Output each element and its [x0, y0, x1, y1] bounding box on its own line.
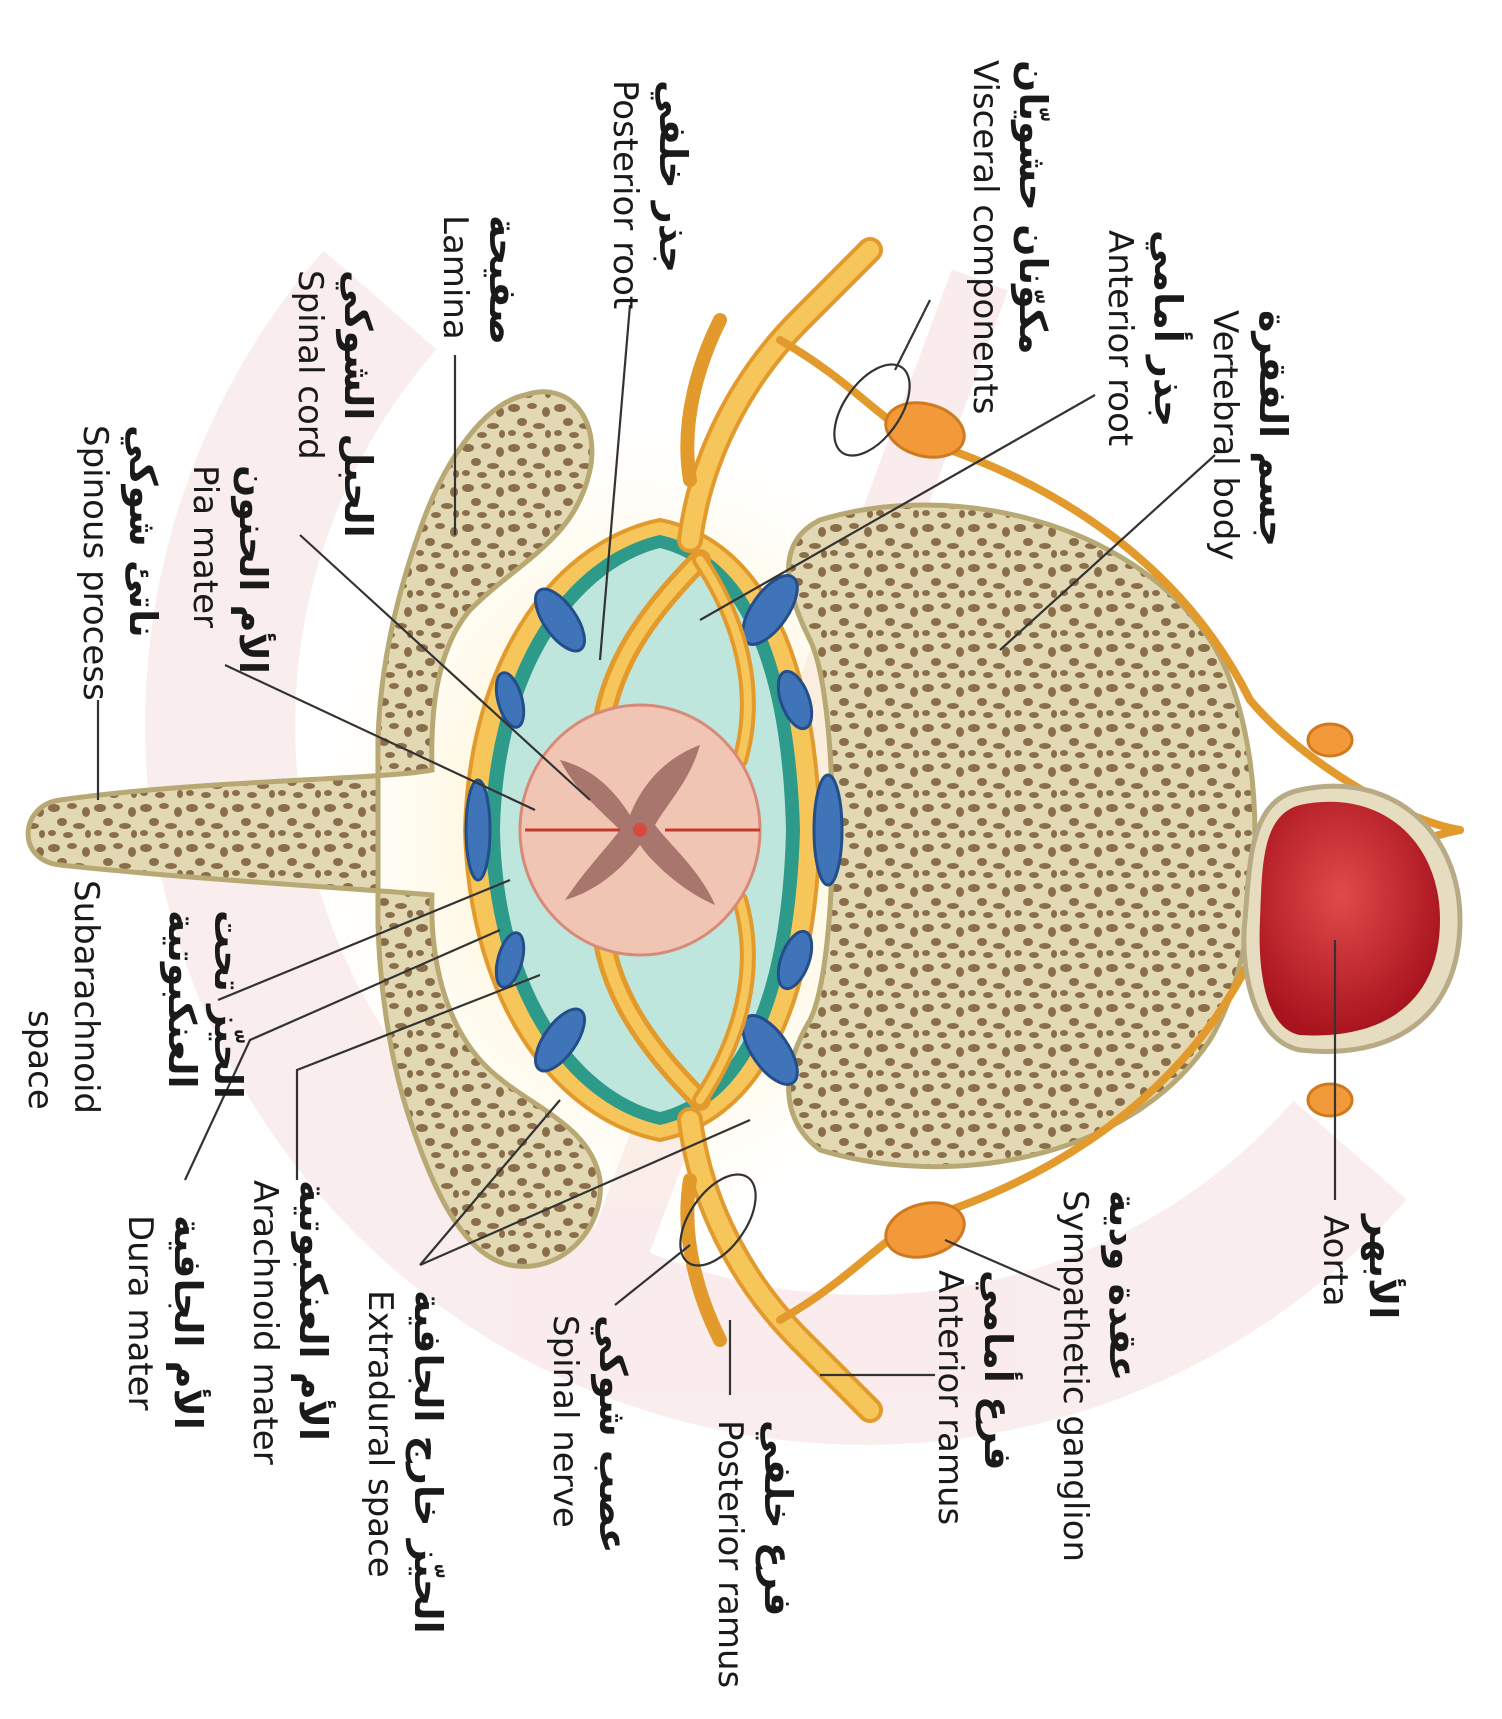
label-lamina: صفيحة Lamina — [435, 215, 525, 345]
svg-text:صفيحة: صفيحة — [481, 215, 525, 345]
svg-text:الحيّز خارج الجافية: الحيّز خارج الجافية — [406, 1290, 450, 1634]
svg-text:Pia mater: Pia mater — [185, 465, 225, 628]
svg-text:الأم الجافية: الأم الجافية — [165, 1215, 212, 1430]
svg-text:الحبل الشوكي: الحبل الشوكي — [336, 270, 380, 538]
label-visceral-components: مكوّنان حشويّان Visceral components — [965, 60, 1055, 414]
svg-text:Anterior root: Anterior root — [1100, 230, 1140, 446]
svg-text:Aorta: Aorta — [1315, 1215, 1355, 1307]
svg-text:Sympathetic ganglion: Sympathetic ganglion — [1055, 1190, 1095, 1562]
svg-text:الأبهر: الأبهر — [1361, 1213, 1407, 1319]
svg-text:جذر خلفي: جذر خلفي — [651, 80, 695, 273]
svg-text:Vertebral body: Vertebral body — [1205, 310, 1245, 561]
svg-text:Lamina: Lamina — [435, 215, 475, 340]
svg-text:مكوّنان حشويّان: مكوّنان حشويّان — [1011, 60, 1055, 355]
svg-text:Subarachnoid: Subarachnoid — [66, 880, 106, 1114]
svg-text:ناتئ شوكي: ناتئ شوكي — [121, 425, 165, 638]
label-arachnoid-mater: الأم العنكبوتية Arachnoid mater — [245, 1180, 337, 1465]
label-subarachnoid-space: الحيّز تحت العنكبوتية Subarachnoid space — [20, 880, 250, 1114]
svg-text:Spinal nerve: Spinal nerve — [545, 1315, 585, 1528]
label-anterior-root: جذر أمامي Anterior root — [1100, 230, 1193, 446]
svg-text:جسم الفقرة: جسم الفقرة — [1250, 310, 1295, 547]
svg-text:Arachnoid mater: Arachnoid mater — [245, 1180, 285, 1465]
svg-text:الحيّز تحت: الحيّز تحت — [206, 910, 250, 1099]
svg-text:عصب شوكي: عصب شوكي — [591, 1315, 635, 1554]
label-vertebral-body: جسم الفقرة Vertebral body — [1205, 310, 1295, 561]
label-dura-mater: الأم الجافية Dura mater — [120, 1215, 212, 1430]
svg-text:Visceral components: Visceral components — [965, 60, 1005, 414]
aorta — [1244, 786, 1460, 1051]
svg-text:فرع خلفي: فرع خلفي — [756, 1420, 800, 1616]
label-posterior-ramus: فرع خلفي Posterior ramus — [710, 1420, 800, 1688]
svg-text:space: space — [20, 1010, 60, 1110]
svg-text:الأم الحنون: الأم الحنون — [230, 465, 277, 674]
svg-text:Dura mater: Dura mater — [120, 1215, 160, 1411]
label-anterior-ramus: فرع أمامي Anterior ramus — [930, 1270, 1023, 1525]
svg-text:Anterior ramus: Anterior ramus — [930, 1270, 970, 1525]
svg-text:Spinal cord: Spinal cord — [290, 270, 330, 460]
label-posterior-root: جذر خلفي Posterior root — [605, 80, 695, 309]
spinal-cord — [520, 705, 760, 955]
svg-text:عقدة ودية: عقدة ودية — [1100, 1190, 1145, 1381]
svg-text:Posterior root: Posterior root — [605, 80, 645, 309]
label-extradural-space: الحيّز خارج الجافية Extradural space — [360, 1290, 450, 1634]
svg-text:فرع أمامي: فرع أمامي — [976, 1270, 1023, 1471]
svg-text:العنكبوتية: العنكبوتية — [160, 910, 204, 1089]
svg-text:Spinous process: Spinous process — [75, 425, 115, 701]
svg-text:Posterior ramus: Posterior ramus — [710, 1420, 750, 1688]
svg-text:Extradural space: Extradural space — [360, 1290, 400, 1578]
svg-text:جذر أمامي: جذر أمامي — [1146, 230, 1193, 427]
svg-text:الأم العنكبوتية: الأم العنكبوتية — [290, 1180, 337, 1441]
